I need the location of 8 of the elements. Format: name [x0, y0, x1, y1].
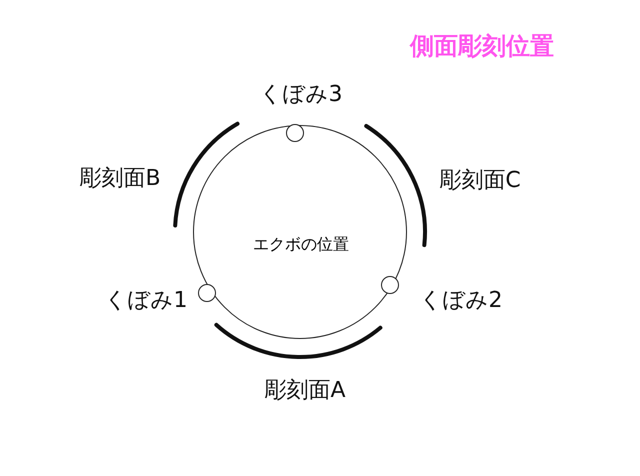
dimple-label: くぼみ1: [104, 287, 188, 315]
surface-label: 彫刻面C: [439, 167, 521, 195]
title: 側面彫刻位置: [410, 31, 554, 62]
dimple-label: くぼみ3: [260, 81, 342, 109]
surface-label: 彫刻面A: [264, 377, 346, 405]
center-label: エクボの位置: [253, 234, 349, 256]
surface-label: 彫刻面B: [79, 165, 161, 193]
dimple-label: くぼみ2: [420, 287, 502, 315]
